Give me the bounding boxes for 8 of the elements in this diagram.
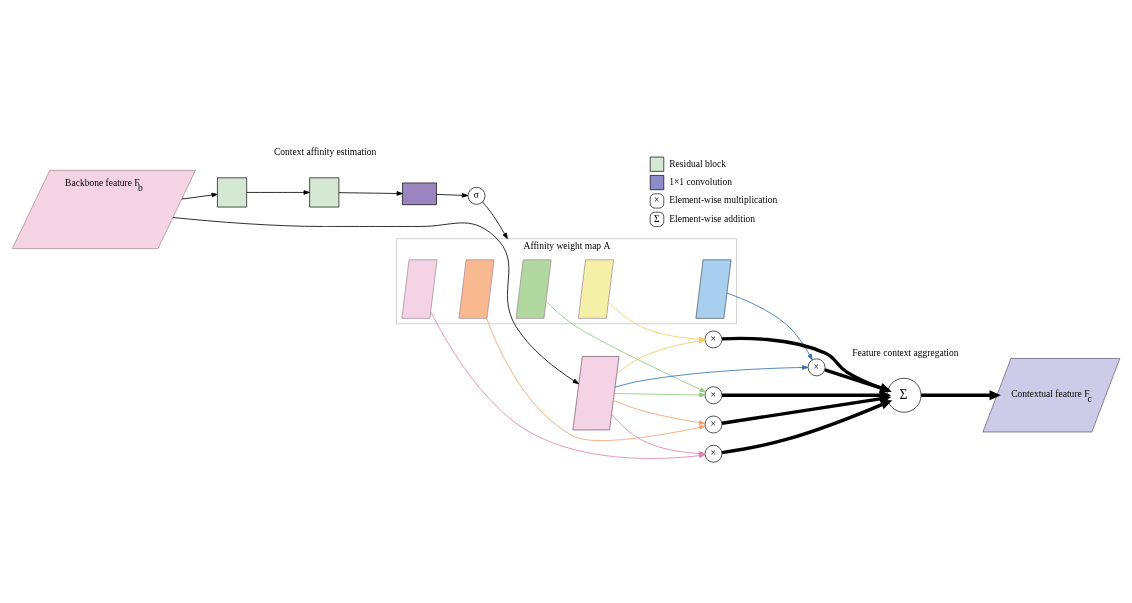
label: Σ <box>653 213 660 224</box>
label: × <box>653 195 660 206</box>
legend-label: Element-wise multiplication <box>669 195 778 206</box>
legend-label: Element-wise addition <box>669 213 756 224</box>
legend-label: 1×1 convolution <box>669 177 732 188</box>
legend-label: Residual block <box>669 158 727 169</box>
label: Feature context aggregation <box>852 348 959 359</box>
label: Context affinity estimation <box>273 147 377 158</box>
